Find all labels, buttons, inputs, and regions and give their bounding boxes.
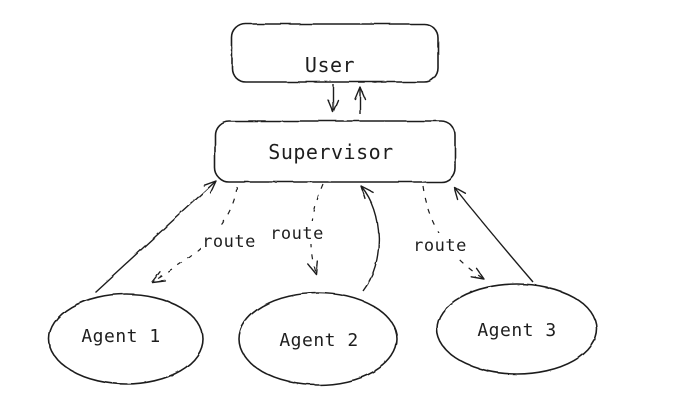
route-label-2-bg: [269, 221, 326, 244]
edge-labels: route route route: [201, 221, 469, 256]
route-label-3-bg: [412, 233, 469, 256]
route-label-2: route: [270, 224, 324, 244]
agent3-node-ellipse: [436, 283, 598, 375]
route-label-1: route: [202, 232, 256, 252]
user-node-label: User: [305, 53, 355, 77]
edge-agent3-to-supervisor: [453, 186, 534, 283]
agent3-node-label: Agent 3: [477, 320, 556, 341]
edge-supervisor-to-agent3-route: [422, 185, 485, 280]
node-labels: User Supervisor Agent 1 Agent 2 Agent 3: [81, 53, 556, 351]
route-label-3: route: [413, 236, 467, 256]
user-node-box: [231, 23, 439, 83]
edge-agent1-to-supervisor: [94, 180, 217, 293]
agent1-node-label: Agent 1: [81, 326, 160, 347]
agent1-node-ellipse: [48, 293, 204, 385]
edge-agent2-to-supervisor: [360, 185, 380, 292]
agent2-node-label: Agent 2: [279, 330, 358, 351]
supervisor-node-box: [214, 120, 456, 183]
agent2-node-ellipse: [238, 292, 398, 386]
supervisor-node-label: Supervisor: [268, 140, 393, 164]
route-label-1-bg: [201, 229, 258, 252]
edge-supervisor-to-agent1-route: [151, 186, 238, 283]
